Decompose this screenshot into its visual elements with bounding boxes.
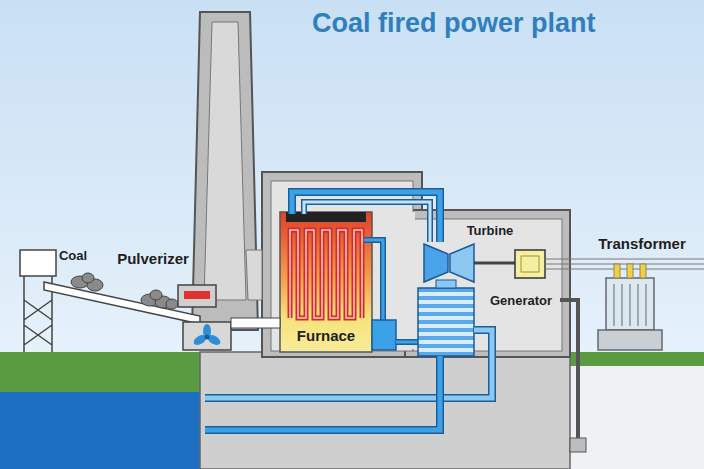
- flue-duct: [246, 250, 262, 300]
- cooling-pipe-outline: [205, 356, 440, 430]
- sky: [0, 0, 704, 356]
- grass: [560, 352, 704, 366]
- ground: [0, 352, 704, 469]
- steam-pipe-outline: [292, 192, 440, 242]
- node-label: Furnace: [280, 327, 372, 344]
- power-lines: [545, 259, 704, 269]
- transformer-fins: [614, 284, 646, 326]
- feed-pump: [372, 320, 396, 350]
- pulverizer-body: [178, 285, 216, 307]
- furnace-box: Furnace: [280, 212, 372, 352]
- drain-box: [570, 438, 586, 452]
- generator-core: [521, 256, 539, 272]
- part-label: Generator: [490, 293, 552, 308]
- turbine-shaft: [474, 262, 515, 265]
- exhaust-duct: [436, 280, 456, 288]
- boiler-tubes-highlight: [290, 230, 362, 318]
- drain-pipe: [560, 300, 578, 440]
- transformer-base: [598, 330, 662, 350]
- part-label: Transformer: [598, 235, 686, 252]
- turbine-stage: [450, 244, 474, 282]
- conveyor: [44, 282, 200, 324]
- fan-housing: [183, 322, 231, 350]
- water: [0, 392, 210, 469]
- furnace-chamber: [280, 212, 372, 352]
- part-label: Pulverizer: [117, 250, 189, 267]
- pulverizer-mill: [184, 291, 210, 299]
- generator-body: [515, 250, 545, 278]
- coal-hopper: [20, 250, 56, 276]
- condenser: [418, 288, 474, 356]
- boiler-tubes: [290, 230, 362, 318]
- bushings: [614, 264, 646, 278]
- condensate-pipe-outline: [396, 339, 418, 345]
- fan: [192, 324, 222, 347]
- title: Coal fired power plant: [312, 8, 596, 39]
- part-label: Turbine: [467, 223, 514, 238]
- turbine-stage: [424, 244, 448, 282]
- grass: [0, 352, 210, 392]
- coal-lumps: [71, 273, 178, 309]
- condensate-pipe: [396, 341, 418, 344]
- furnace-roof: [286, 212, 366, 222]
- cooling-pipe: [205, 356, 440, 430]
- reheat-pipe-outline: [304, 202, 430, 242]
- feedwater-pipe: [364, 240, 383, 322]
- coal-duct: [231, 318, 280, 328]
- feedwater-pipe-outline: [364, 240, 383, 322]
- plant-base: [200, 352, 570, 469]
- hall-opening: [405, 212, 415, 349]
- reheat-pipe: [304, 202, 430, 242]
- steam-pipe: [292, 192, 440, 242]
- part-label: Coal: [59, 248, 87, 263]
- transformer-tank: [606, 278, 654, 330]
- chimney-flue: [204, 22, 246, 300]
